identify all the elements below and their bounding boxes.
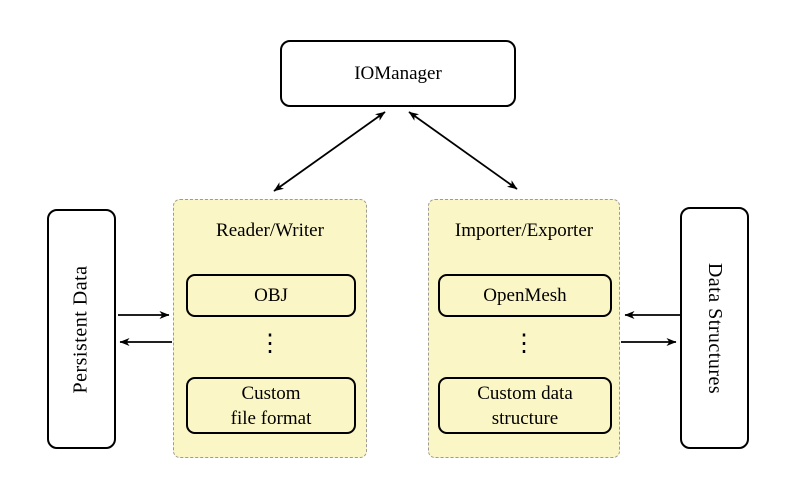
custom-data-structure-line1: Custom data [477,382,573,404]
reader-writer-ellipsis: ⋮ [258,331,282,357]
arrow-iomanager-reader-writer [273,111,386,192]
arrow-iomanager-importer-exporter [408,111,518,190]
iomanager-label: IOManager [354,62,442,84]
obj-node: OBJ [186,274,356,317]
persistent-data-label: Persistent Data [70,264,92,394]
custom-file-format-line2: file format [230,407,312,429]
openmesh-label: OpenMesh [483,285,567,306]
data-structures-node: Data Structures [680,207,749,449]
obj-label: OBJ [254,285,288,306]
importer-exporter-ellipsis: ⋮ [512,331,536,357]
openmesh-node: OpenMesh [438,274,612,317]
importer-exporter-group: Importer/Exporter OpenMesh ⋮ Custom data… [428,199,620,458]
iomanager-node: IOManager [280,40,516,107]
custom-data-structure-node: Custom data structure [438,377,612,434]
reader-writer-group: Reader/Writer OBJ ⋮ Custom file format [173,199,367,458]
custom-file-format-line1: Custom [241,382,301,404]
persistent-data-node: Persistent Data [47,209,116,449]
reader-writer-title: Reader/Writer [216,220,324,241]
custom-file-format-node: Custom file format [186,377,356,434]
data-structures-label: Data Structures [704,262,727,394]
custom-data-structure-line2: structure [491,407,559,429]
importer-exporter-title: Importer/Exporter [454,220,594,241]
